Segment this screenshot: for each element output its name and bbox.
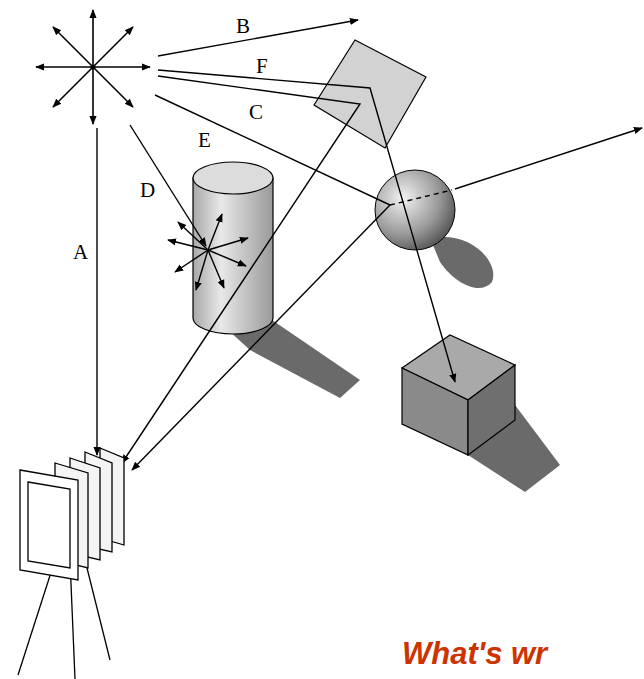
diffuse-burst — [168, 214, 248, 290]
cylinder — [193, 178, 273, 334]
sphere — [375, 170, 455, 250]
ray-label: D — [140, 180, 155, 201]
mirror-square — [314, 40, 426, 148]
light-rays — [97, 20, 642, 470]
ray-label: F — [256, 56, 268, 77]
ray-label: C — [249, 102, 263, 123]
ray-label: B — [236, 16, 250, 37]
sphere-shadow — [430, 237, 493, 288]
camera — [18, 448, 124, 679]
cube-side — [468, 365, 515, 455]
light-source — [36, 10, 150, 124]
slide-question: What's wr — [402, 638, 547, 669]
cylinder-top — [193, 162, 273, 194]
ray-label: E — [198, 130, 211, 151]
cube-front — [402, 368, 468, 455]
ray-label: A — [73, 242, 88, 263]
